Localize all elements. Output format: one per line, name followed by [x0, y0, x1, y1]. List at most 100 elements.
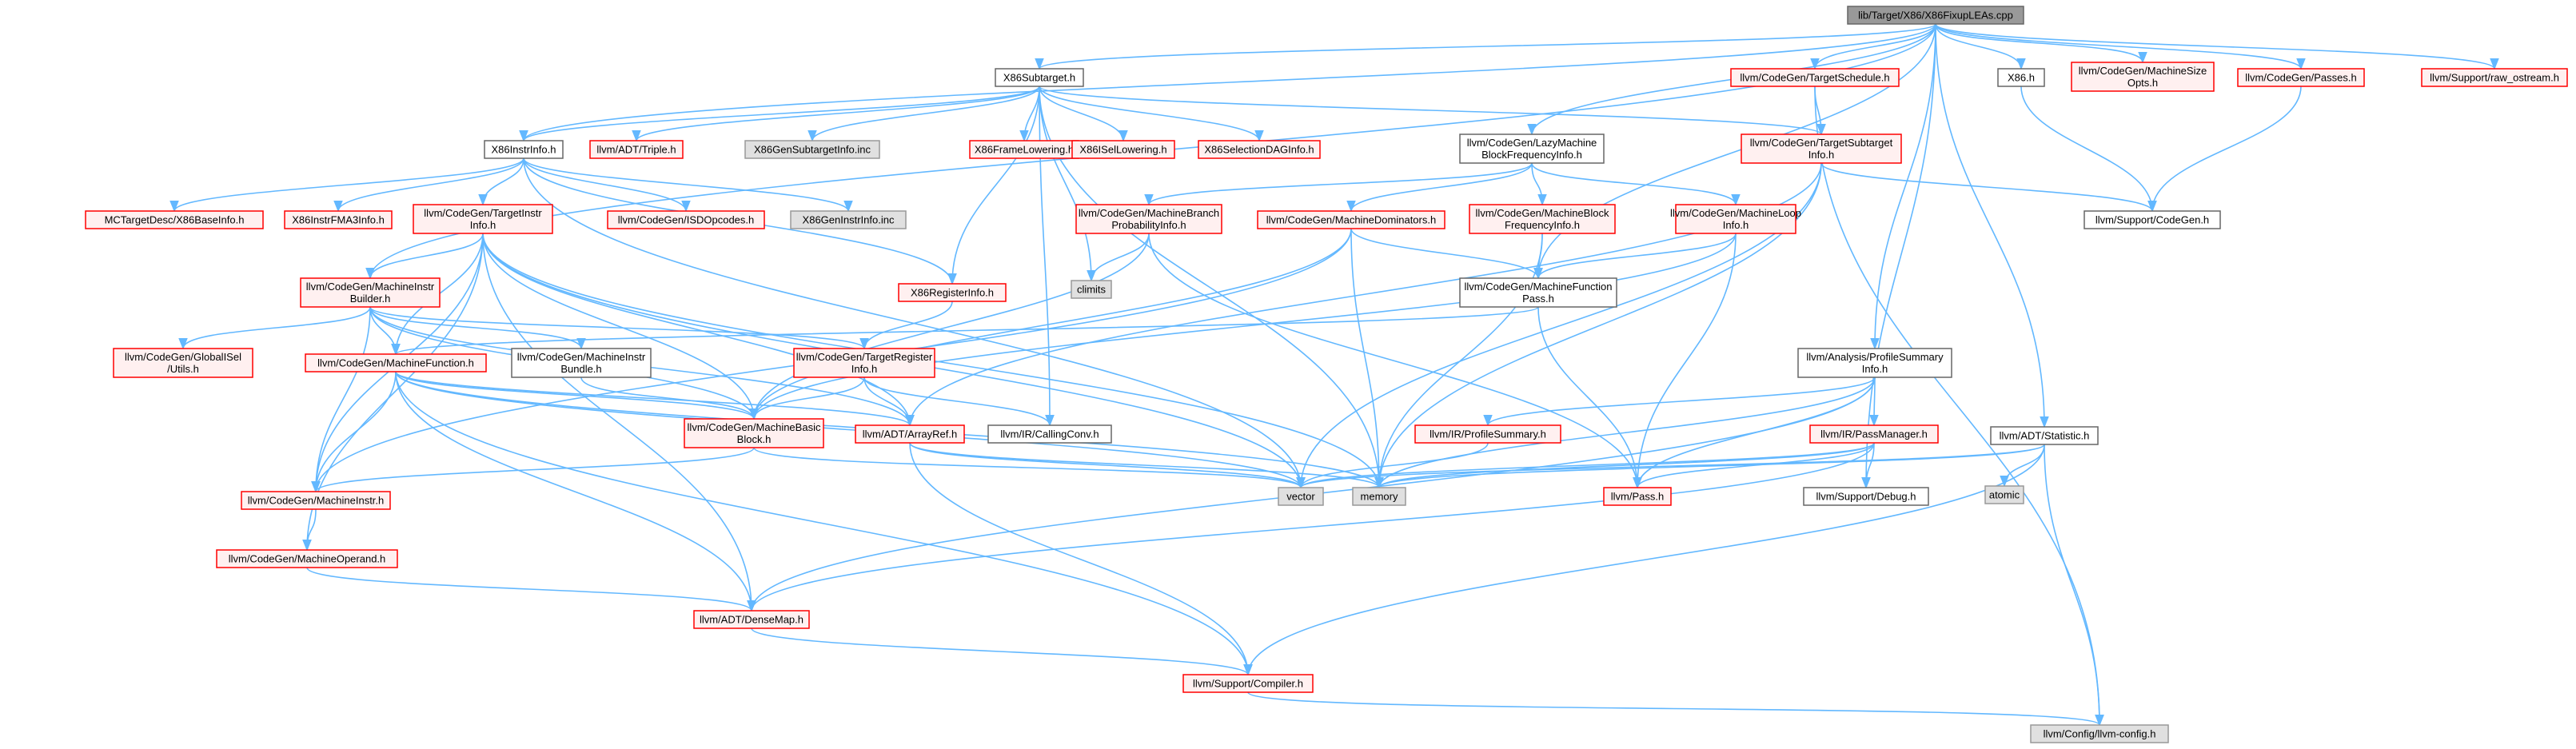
edge-instrinfo-to-mbaseinfo	[169, 157, 524, 213]
node-label: llvm/Config/llvm-config.h	[2044, 728, 2156, 740]
node-geninstrinfo[interactable]: X86GenInstrInfo.inc	[790, 210, 907, 229]
edge-root-to-instrinfo	[519, 23, 1936, 142]
node-label: llvm/CodeGen/TargetInstr	[424, 207, 542, 219]
edge-subtarget-to-triple	[632, 86, 1040, 142]
node-label: llvm/IR/PassManager.h	[1820, 428, 1928, 440]
node-subtarget[interactable]: X86Subtarget.h	[995, 68, 1084, 87]
node-label: llvm/CodeGen/MachineFunction.h	[317, 357, 474, 369]
node-globalisel[interactable]: llvm/CodeGen/GlobalISel/Utils.h	[113, 348, 253, 378]
node-label: llvm/CodeGen/TargetSchedule.h	[1740, 72, 1889, 84]
node-arrayref[interactable]: llvm/ADT/ArrayRef.h	[855, 424, 965, 444]
node-label: X86FrameLowering.h	[975, 144, 1074, 156]
edge-mbpi-to-mbb	[749, 233, 1150, 420]
node-box	[1809, 424, 1939, 444]
node-box	[693, 610, 810, 629]
node-x86h[interactable]: X86.h	[1997, 68, 2045, 87]
node-memory[interactable]: memory	[1352, 487, 1406, 506]
node-climits[interactable]: climits	[1071, 280, 1112, 299]
edge-subtarget-to-instrinfo	[519, 86, 1040, 142]
edge-machinefunction-to-densemap	[395, 371, 756, 612]
node-box	[2071, 62, 2215, 92]
node-framelowering[interactable]: X86FrameLowering.h	[969, 140, 1079, 159]
edge-profilesummaryinfo-to-profilesummary	[1483, 376, 1876, 427]
node-seldag[interactable]: X86SelectionDAGInfo.h	[1198, 140, 1321, 159]
node-fma3[interactable]: X86InstrFMA3Info.h	[284, 210, 393, 229]
node-label: ProbabilityInfo.h	[1111, 219, 1186, 231]
node-isdopcodes[interactable]: llvm/CodeGen/ISDOpcodes.h	[607, 210, 765, 229]
node-label: X86RegisterInfo.h	[911, 287, 994, 299]
node-mbpi[interactable]: llvm/CodeGen/MachineBranchProbabilityInf…	[1075, 204, 1222, 234]
edge-targetreginfo-to-callingconv	[863, 376, 1055, 427]
node-vector[interactable]: vector	[1278, 487, 1324, 506]
node-supportcodegen[interactable]: llvm/Support/CodeGen.h	[2084, 210, 2221, 229]
node-gensubtarget[interactable]: X86GenSubtargetInfo.inc	[744, 140, 880, 159]
node-box	[1459, 133, 1605, 164]
node-box	[284, 210, 393, 229]
node-box	[1847, 6, 2024, 25]
node-box	[1257, 210, 1446, 229]
node-targetschedule[interactable]: llvm/CodeGen/TargetSchedule.h	[1730, 68, 1900, 87]
node-root[interactable]: lib/Target/X86/X86FixupLEAs.cpp	[1847, 6, 2024, 25]
node-box	[1352, 487, 1406, 506]
node-lazymbfi[interactable]: llvm/CodeGen/LazyMachineBlockFrequencyIn…	[1459, 133, 1605, 164]
node-box	[1990, 426, 2099, 445]
edge-regifo-to-targetreginfo	[859, 301, 953, 350]
edge-instrinfo-to-isdopcodes	[523, 157, 691, 213]
node-machinefunction[interactable]: llvm/CodeGen/MachineFunction.h	[305, 353, 487, 373]
edge-statistic-to-vector	[1296, 444, 2045, 489]
node-machineoperand[interactable]: llvm/CodeGen/MachineOperand.h	[216, 549, 398, 568]
edge-instrinfo-to-targetinstrinfo	[478, 157, 524, 206]
node-llvmconfig[interactable]: llvm/Config/llvm-config.h	[2030, 724, 2169, 743]
node-rawostream[interactable]: llvm/Support/raw_ostream.h	[2421, 68, 2568, 87]
edge-root-to-profilesummaryinfo	[1870, 23, 1936, 350]
node-box	[1603, 487, 1672, 506]
node-debug[interactable]: llvm/Support/Debug.h	[1803, 487, 1929, 506]
node-isellowering[interactable]: X86ISelLowering.h	[1071, 140, 1175, 159]
node-atomic[interactable]: atomic	[1984, 485, 2024, 504]
node-compiler[interactable]: llvm/Support/Compiler.h	[1182, 674, 1314, 693]
edge-mibuilder-to-targetreginfo	[369, 306, 869, 350]
node-passh[interactable]: llvm/Pass.h	[1603, 487, 1672, 506]
node-mbaseinfo[interactable]: MCTargetDesc/X86BaseInfo.h	[85, 210, 264, 229]
edge-mibuilder-to-mibundle	[369, 306, 586, 350]
node-densemap[interactable]: llvm/ADT/DenseMap.h	[693, 610, 810, 629]
node-profilesummary[interactable]: llvm/IR/ProfileSummary.h	[1414, 424, 1561, 444]
node-passmanager[interactable]: llvm/IR/PassManager.h	[1809, 424, 1939, 444]
node-callingconv[interactable]: llvm/IR/CallingConv.h	[987, 424, 1112, 444]
node-statistic[interactable]: llvm/ADT/Statistic.h	[1990, 426, 2099, 445]
node-label: llvm/CodeGen/MachineBlock	[1476, 207, 1609, 219]
node-label: llvm/Support/Compiler.h	[1193, 678, 1303, 690]
node-box	[85, 210, 264, 229]
node-passes[interactable]: llvm/CodeGen/Passes.h	[2237, 68, 2365, 87]
node-label: vector	[1286, 491, 1315, 503]
edge-passmanager-to-vector	[1296, 442, 1875, 489]
node-mdominators[interactable]: llvm/CodeGen/MachineDominators.h	[1257, 210, 1446, 229]
edge-passmanager-to-debug	[1861, 442, 1875, 489]
node-label: llvm/CodeGen/LazyMachine	[1467, 137, 1597, 149]
edge-mfpass-to-passh	[1537, 306, 1642, 489]
edge-lazymbfi-to-mdominators	[1346, 162, 1533, 213]
node-instrinfo[interactable]: X86InstrInfo.h	[484, 140, 564, 159]
node-regifo[interactable]: X86RegisterInfo.h	[898, 283, 1007, 302]
node-box	[113, 348, 253, 378]
node-box	[1182, 674, 1314, 693]
node-triple[interactable]: llvm/ADT/Triple.h	[589, 140, 684, 159]
node-label: llvm/ADT/DenseMap.h	[700, 614, 804, 626]
edge-arrayref-to-compiler	[909, 442, 1253, 676]
edge-mfpass-to-machinefunction	[391, 306, 1539, 356]
node-machineinstr[interactable]: llvm/CodeGen/MachineInstr.h	[241, 491, 391, 510]
edge-mloopinfo-to-passh	[1633, 233, 1737, 489]
node-label: llvm/CodeGen/MachineBasic	[688, 421, 821, 433]
edge-compiler-to-llvmconfig	[1247, 691, 2104, 727]
